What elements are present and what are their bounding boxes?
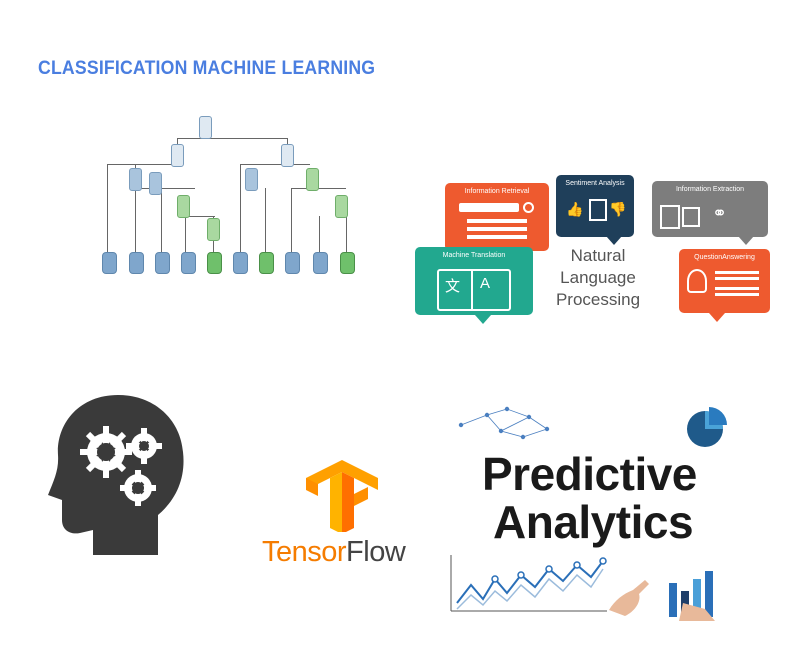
pointing-hand-icon <box>609 580 649 616</box>
tree-leaf <box>102 252 117 274</box>
question-answering-label: QuestionAnswering <box>694 254 755 261</box>
tree-node <box>245 168 258 191</box>
document-icon <box>589 199 607 221</box>
tree-leaf <box>259 252 274 274</box>
bubble-tail <box>738 236 754 245</box>
answer-line <box>715 287 759 290</box>
tree-edge <box>161 188 162 252</box>
predictive-title: Predictive <box>482 448 697 500</box>
answer-line <box>715 293 759 296</box>
nlp-center-line: Processing <box>555 290 641 309</box>
page-title: CLASSIFICATION MACHINE LEARNING <box>38 58 376 79</box>
tree-edge <box>107 164 108 252</box>
tree-leaf <box>313 252 328 274</box>
thumbs-down-icon: 👎 <box>609 201 627 217</box>
nlp-center-line: Language <box>560 268 636 287</box>
document-icon <box>660 205 680 229</box>
information-retrieval-label: Information Retrieval <box>464 188 530 195</box>
tree-leaf <box>155 252 170 274</box>
tree-node <box>281 144 294 167</box>
sentiment-analysis-label: Sentiment Analysis <box>565 180 625 187</box>
bubble-tail <box>475 315 491 324</box>
tree-edge <box>346 216 347 252</box>
network-points-icon <box>458 406 550 440</box>
tree-edge <box>135 188 195 189</box>
tensorflow-word-part: Tensor <box>262 536 347 568</box>
tree-node <box>129 168 142 191</box>
tree-edge <box>287 138 288 146</box>
book-icon <box>437 269 511 311</box>
tree-leaf <box>207 252 222 274</box>
tree-leaf <box>181 252 196 274</box>
head-gears-icon <box>48 390 188 560</box>
tree-edge <box>177 138 178 146</box>
nlp-graphic: Information Retrieval Sentiment Analysis… <box>415 175 770 333</box>
tree-edge <box>177 138 287 139</box>
question-head-icon <box>687 269 707 293</box>
analytics-title: Analytics <box>493 496 694 548</box>
head-silhouette-icon <box>48 395 184 555</box>
tensorflow-wordmark: TensorFlow <box>262 536 406 569</box>
tree-edge <box>265 188 266 252</box>
search-icon <box>523 202 534 213</box>
bar-chart-icon <box>669 571 715 621</box>
tree-edge <box>240 164 310 165</box>
tree-edge <box>107 164 177 165</box>
thumbs-up-icon: 👍 <box>566 201 584 217</box>
predictive-analytics-graphic: Predictive Analytics <box>445 395 775 625</box>
tree-leaf <box>285 252 300 274</box>
tree-edge <box>291 188 292 252</box>
machine-translation-label: Machine Translation <box>442 252 506 259</box>
tree-leaf <box>129 252 144 274</box>
answer-line <box>715 277 759 280</box>
tree-node <box>149 172 162 195</box>
bubble-tail <box>709 313 725 322</box>
result-line <box>467 235 527 239</box>
list-icon <box>682 207 700 227</box>
information-extraction-label: Information Extraction <box>675 186 745 193</box>
nlp-center-line: Natural <box>570 246 626 265</box>
information-retrieval-card: Information Retrieval <box>445 183 549 259</box>
tree-node <box>177 195 190 218</box>
machine-translation-card: Machine Translation 文 A <box>415 247 533 324</box>
tree-edge <box>185 200 186 252</box>
letter-a-icon: A <box>480 275 491 292</box>
search-box-shape <box>459 203 519 212</box>
tensorflow-mark-icon <box>306 460 378 532</box>
information-extraction-card: Information Extraction ⚭ <box>652 181 768 245</box>
tree-node <box>207 218 220 241</box>
tree-edge <box>319 216 320 252</box>
question-answering-card: QuestionAnswering <box>679 249 770 322</box>
tensorflow-word-part: Flow <box>346 536 406 568</box>
answer-line <box>715 271 759 274</box>
result-line <box>467 227 527 231</box>
tree-node <box>335 195 348 218</box>
pie-chart-icon <box>687 407 727 447</box>
trend-line-chart-icon <box>450 555 607 612</box>
tree-leaf <box>233 252 248 274</box>
tree-leaf <box>340 252 355 274</box>
tree-edge <box>185 216 215 217</box>
chinese-glyph-icon: 文 <box>445 278 461 295</box>
bubble-tail <box>606 236 622 245</box>
tree-node <box>306 168 319 191</box>
result-line <box>467 219 527 223</box>
tensorflow-logo: TensorFlow <box>258 460 423 580</box>
tree-node <box>199 116 212 139</box>
sentiment-analysis-card: Sentiment Analysis 👍 👎 <box>556 175 634 245</box>
network-icon: ⚭ <box>712 203 728 223</box>
tree-node <box>171 144 184 167</box>
decision-tree-graphic <box>95 100 360 280</box>
nlp-center-text: Natural Language Processing <box>543 245 653 311</box>
book-divider <box>471 269 473 309</box>
tree-edge <box>240 164 241 252</box>
tree-edge <box>135 164 136 252</box>
